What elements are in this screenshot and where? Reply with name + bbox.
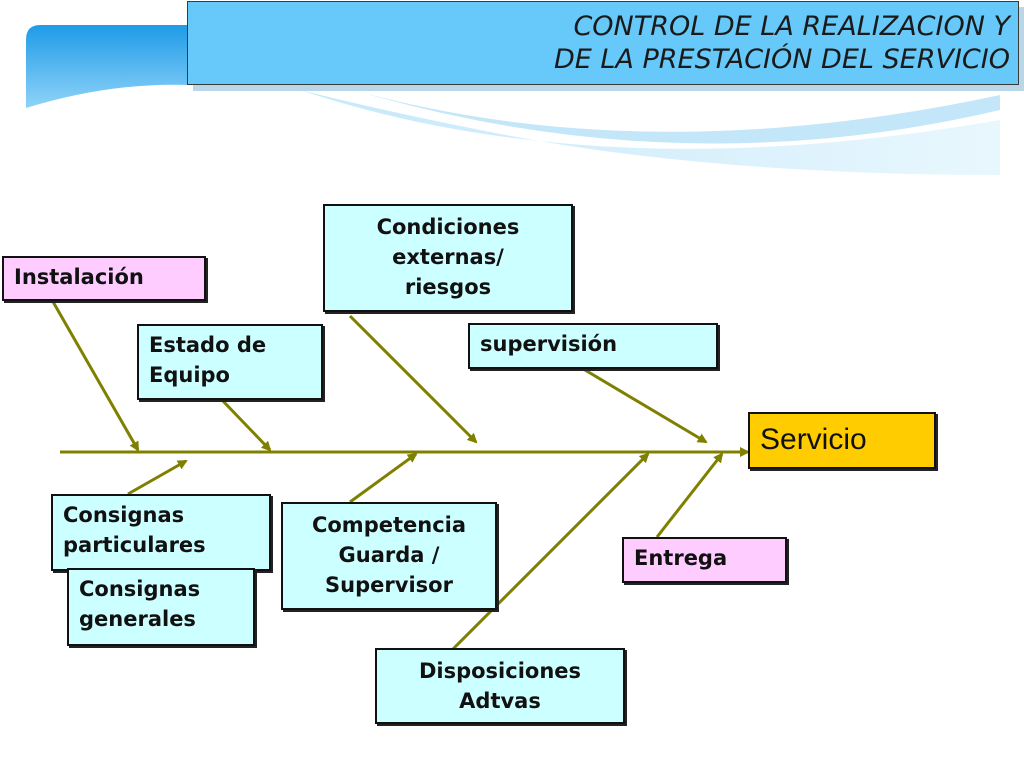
bone-disposiciones bbox=[450, 452, 650, 652]
bone-entrega bbox=[655, 452, 724, 538]
title-line-2: DE LA PRESTACIÓN DEL SERVICIO bbox=[553, 44, 1010, 75]
decorative-waves bbox=[26, 25, 1000, 175]
cause-condiciones-externas: Condiciones externas/ riesgos bbox=[323, 204, 573, 312]
bone-condiciones bbox=[348, 314, 478, 444]
cause-consignas-particulares: Consignas particulares bbox=[51, 494, 271, 571]
bone-competencia bbox=[349, 452, 418, 504]
bone-estado-equipo bbox=[220, 398, 272, 452]
cause-instalacion: Instalación bbox=[2, 256, 206, 301]
title-banner: CONTROL DE LA REALIZACION Y DE LA PRESTA… bbox=[187, 1, 1019, 85]
bone-consignas bbox=[127, 459, 188, 496]
bone-supervision bbox=[579, 365, 708, 444]
fishbone-lines bbox=[50, 299, 750, 652]
cause-consignas-generales: Consignas generales bbox=[67, 568, 255, 646]
cause-estado-equipo: Estado de Equipo bbox=[137, 324, 323, 400]
bone-instalacion bbox=[50, 299, 140, 452]
cause-entrega: Entrega bbox=[622, 537, 787, 583]
cause-competencia: Competencia Guarda / Supervisor bbox=[281, 502, 497, 610]
title-line-1: CONTROL DE LA REALIZACION Y bbox=[573, 11, 1010, 42]
effect-servicio: Servicio bbox=[748, 412, 936, 469]
cause-supervision: supervisión bbox=[468, 323, 718, 369]
cause-disposiciones: Disposiciones Adtvas bbox=[375, 648, 625, 724]
